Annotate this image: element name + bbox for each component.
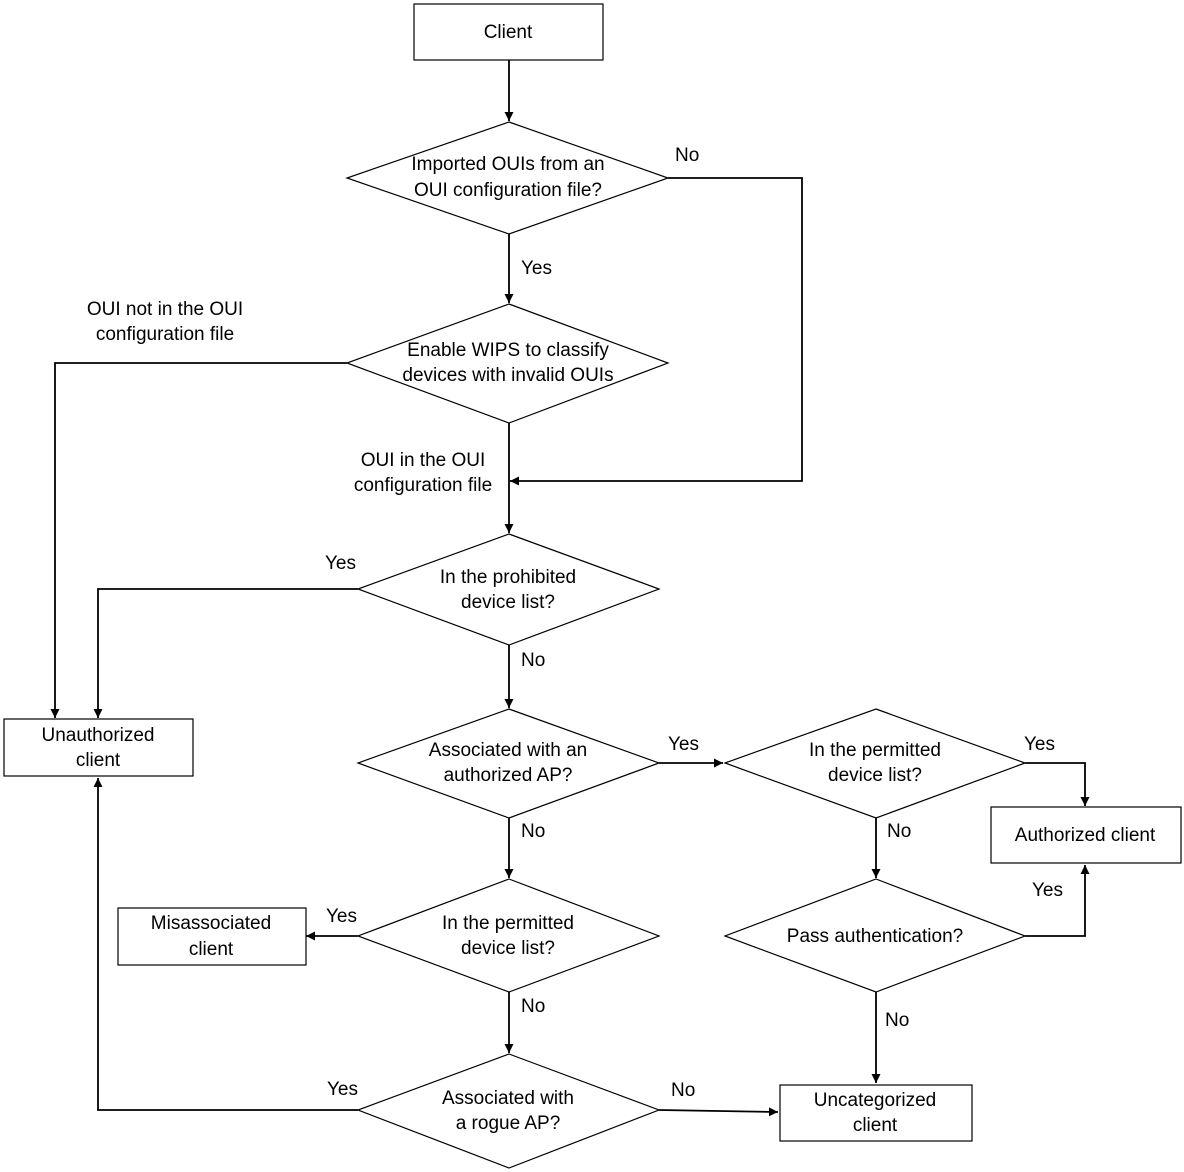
decision-wips-classify: Enable WIPS to classify devices with inv…: [345, 303, 670, 424]
assoc-authorized-line-1: Associated with an: [429, 740, 587, 761]
label-oui-in-file-1: OUI in the OUI: [361, 450, 486, 471]
node-unauthorized: Unauthorized client: [3, 718, 194, 777]
client-box: [413, 3, 604, 61]
uncategorized-line-1: Uncategorized: [814, 1090, 937, 1111]
uncategorized-box: [779, 1084, 973, 1142]
node-uncategorized: Uncategorized client: [779, 1084, 973, 1142]
assoc-rogue-line-1: Associated with: [442, 1088, 574, 1109]
permitted-mid-line-2: device list?: [461, 938, 555, 959]
prohibited-line-1: In the prohibited: [440, 567, 576, 588]
permitted-right-diamond: [723, 708, 1027, 819]
label-oui-not-in-file-1: OUI not in the OUI: [87, 299, 243, 320]
decision-permitted-mid: In the permitted device list?: [356, 878, 661, 993]
authorized-box: [990, 806, 1182, 864]
unauthorized-box: [3, 718, 194, 777]
label-permitted-mid-no: No: [521, 996, 545, 1017]
node-authorized: Authorized client: [990, 806, 1182, 864]
label-rogue-yes: Yes: [327, 1079, 358, 1100]
assoc-rogue-line-2: a rogue AP?: [456, 1113, 561, 1134]
label-oui-in-file-2: configuration file: [354, 475, 492, 496]
edge-labels: No Yes OUI not in the OUI configuration …: [87, 145, 1063, 1101]
edge-permitted-right-yes: [1025, 762, 1090, 806]
decision-assoc-rogue: Associated with a rogue AP?: [356, 1053, 661, 1169]
prohibited-line-2: device list?: [461, 592, 555, 613]
prohibited-diamond: [356, 533, 661, 646]
decision-pass-auth: Pass authentication?: [723, 878, 1027, 993]
authorized-line-1: Authorized client: [1015, 825, 1156, 846]
decision-prohibited: In the prohibited device list?: [356, 533, 661, 646]
edge-wips-not-in-file: [50, 362, 347, 718]
node-misassociated: Misassociated client: [117, 907, 307, 966]
decision-assoc-authorized: Associated with an authorized AP?: [356, 708, 661, 819]
node-client: Client: [413, 3, 604, 61]
edge-pass-auth-yes: [1025, 865, 1090, 937]
oui-imported-line-2: OUI configuration file?: [414, 180, 602, 201]
label-permitted-right-no: No: [887, 821, 911, 842]
edge-prohibited-yes: [93, 588, 358, 718]
permitted-mid-line-1: In the permitted: [442, 913, 574, 934]
label-assoc-auth-no: No: [521, 821, 545, 842]
client-label: Client: [484, 22, 533, 43]
permitted-mid-diamond: [356, 878, 661, 993]
label-permitted-mid-yes: Yes: [326, 906, 357, 927]
assoc-authorized-line-2: authorized AP?: [444, 765, 573, 786]
pass-auth-diamond: [723, 878, 1027, 993]
label-prohibited-yes: Yes: [325, 553, 356, 574]
label-pass-auth-no: No: [885, 1010, 909, 1031]
uncategorized-line-2: client: [853, 1115, 898, 1136]
label-oui-no: No: [675, 145, 699, 166]
label-prohibited-no: No: [521, 650, 545, 671]
decision-oui-imported: Imported OUIs from an OUI configuration …: [345, 121, 670, 235]
label-oui-not-in-file-2: configuration file: [96, 324, 234, 345]
label-permitted-right-yes: Yes: [1024, 734, 1055, 755]
unauthorized-line-1: Unauthorized: [41, 725, 154, 746]
assoc-rogue-diamond: [356, 1053, 661, 1169]
label-pass-auth-yes: Yes: [1032, 880, 1063, 901]
permitted-right-line-2: device list?: [828, 765, 922, 786]
edges: [50, 60, 1090, 1117]
wips-classify-diamond: [345, 303, 670, 424]
misassociated-box: [117, 907, 307, 966]
edge-rogue-yes: [93, 778, 358, 1111]
assoc-authorized-diamond: [356, 708, 661, 819]
wips-classify-line-1: Enable WIPS to classify: [407, 340, 609, 361]
edge-oui-no: [510, 177, 803, 486]
misassociated-line-2: client: [189, 939, 234, 960]
unauthorized-line-2: client: [76, 750, 121, 771]
pass-auth-line-1: Pass authentication?: [787, 926, 963, 947]
wips-classify-line-2: devices with invalid OUIs: [402, 365, 613, 386]
label-rogue-no: No: [671, 1080, 695, 1101]
misassociated-line-1: Misassociated: [151, 913, 271, 934]
permitted-right-line-1: In the permitted: [809, 740, 941, 761]
oui-imported-diamond: [345, 121, 670, 235]
oui-imported-line-1: Imported OUIs from an: [411, 154, 604, 175]
label-oui-yes: Yes: [521, 258, 552, 279]
decision-permitted-right: In the permitted device list?: [723, 708, 1027, 819]
label-assoc-auth-yes: Yes: [668, 734, 699, 755]
edge-rogue-no: [658, 1107, 779, 1117]
